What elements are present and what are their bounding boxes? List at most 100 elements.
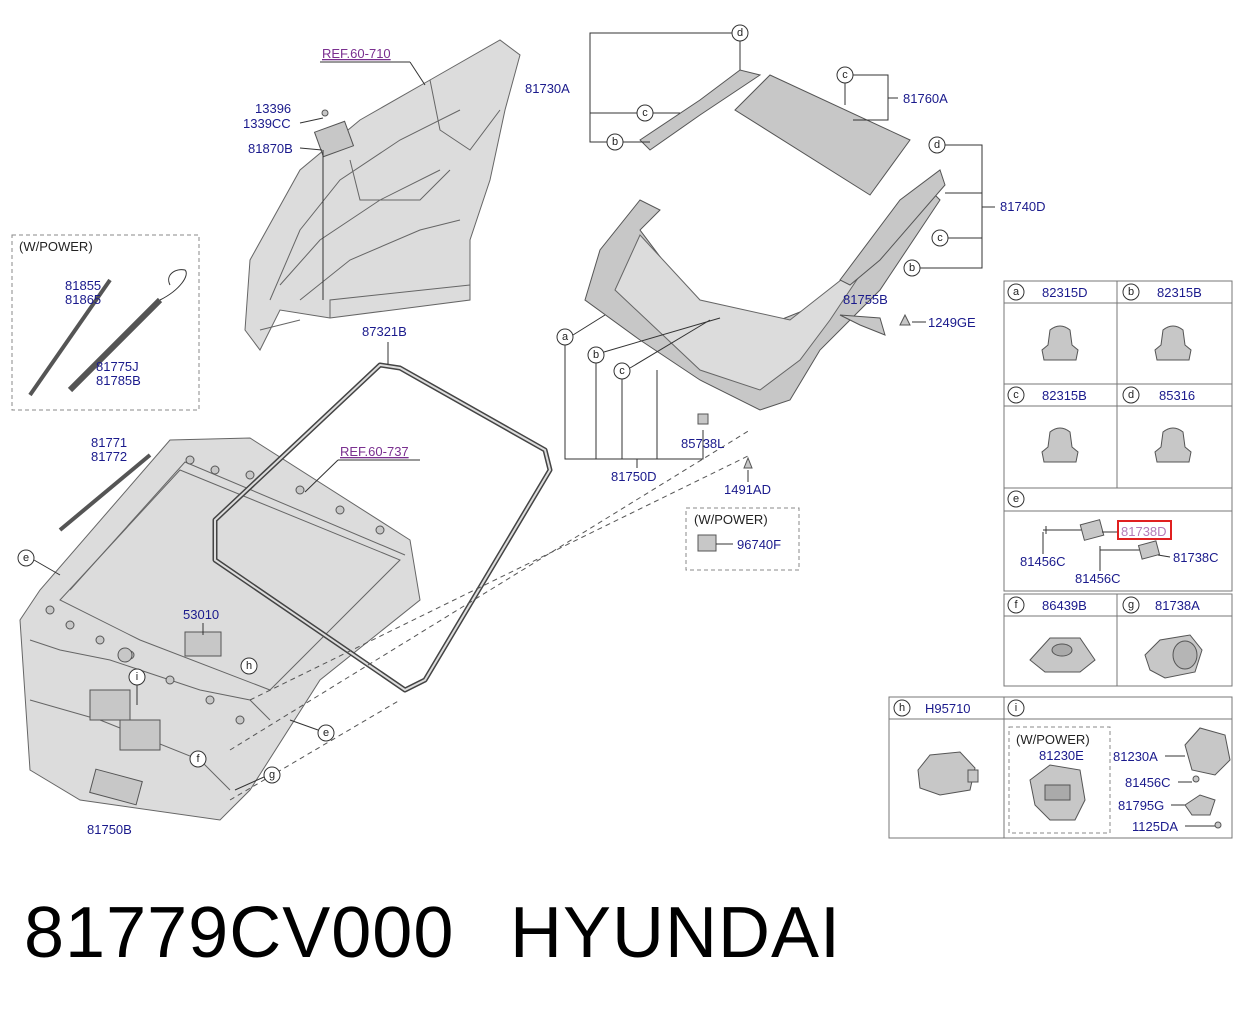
label-1491AD: 1491AD (724, 482, 771, 497)
label-81772: 81772 (91, 449, 127, 464)
trim-panels-drawing (584, 69, 946, 469)
table-i-81456C: 81456C (1125, 775, 1171, 790)
strut-81771 (58, 453, 152, 532)
callout-a-1-text: a (562, 331, 569, 343)
actuator-81230E-icon (1029, 764, 1086, 821)
callout-b-2-text: b (909, 262, 915, 274)
label-81865: 81865 (65, 292, 101, 307)
callout-g-left-text: g (269, 769, 275, 781)
wpower-box-mid (685, 507, 800, 571)
label-96740F: 96740F (737, 537, 781, 552)
table-callout-h (893, 699, 911, 717)
callout-f-left-text: f (196, 753, 200, 765)
callout-c-3-text: c (937, 232, 943, 244)
table-i-81230E: 81230E (1039, 748, 1084, 763)
clip-d-icon (1154, 427, 1192, 463)
label-81740D: 81740D (1000, 199, 1046, 214)
label-81771: 81771 (91, 435, 127, 450)
table-i-81795G: 81795G (1118, 798, 1164, 813)
callout-c-2-text: c (842, 69, 848, 81)
table-callout-h-text: h (899, 702, 905, 714)
clip-g-icon (1144, 634, 1203, 679)
table-callout-b-text: b (1128, 286, 1134, 298)
table-d-code: 85316 (1159, 388, 1195, 403)
table-e-81738C: 81738C (1173, 550, 1219, 565)
wpower-box-i (1008, 726, 1111, 834)
callout-b-1-text: b (612, 136, 618, 148)
callout-d-2-text: d (934, 139, 940, 151)
latch-81230A-icon (1184, 727, 1231, 776)
callout-b-2[interactable] (903, 259, 921, 277)
label-81730A: 81730A (525, 81, 570, 96)
table-e-81456C-2: 81456C (1075, 571, 1121, 586)
callout-e-mid[interactable] (317, 724, 335, 742)
table-callout-g (1122, 596, 1140, 614)
label-1249GE: 1249GE (928, 315, 976, 330)
part-h-icon (917, 751, 979, 796)
callout-h-left-text: h (246, 660, 252, 672)
callout-h-left[interactable] (240, 657, 258, 675)
table-callout-b (1122, 283, 1140, 301)
wpower-left-label: (W/POWER) (19, 239, 93, 254)
table-i-81230A: 81230A (1113, 749, 1158, 764)
table-g-code: 81738A (1155, 598, 1200, 613)
label-81775J: 81775J (96, 359, 139, 374)
table-callout-c-text: c (1013, 389, 1019, 401)
bolt-holes (45, 455, 385, 725)
strut-81855 (28, 278, 112, 397)
table-a-code: 82315D (1042, 285, 1088, 300)
strut-81775J (67, 297, 163, 393)
table-h-code: H95710 (925, 701, 971, 716)
table-callout-f (1007, 596, 1025, 614)
table-i-1125DA: 1125DA (1132, 819, 1178, 834)
ref-60-710[interactable]: REF.60-710 (322, 46, 391, 61)
clip-table (888, 280, 1233, 839)
table-callout-a-text: a (1013, 286, 1020, 298)
callout-c-3[interactable] (931, 229, 949, 247)
table-e-81456C-1: 81456C (1020, 554, 1066, 569)
table-callout-d (1122, 386, 1140, 404)
clip-f-icon (1029, 637, 1096, 673)
clip-c-icon (1041, 427, 1079, 463)
callout-c-4-text: c (619, 365, 625, 377)
ref-60-737[interactable]: REF.60-737 (340, 444, 409, 459)
callout-e-left[interactable] (17, 549, 35, 567)
label-1339CC: 1339CC (243, 116, 291, 131)
table-f-code: 86439B (1042, 598, 1087, 613)
caption-brand: HYUNDAI (510, 893, 842, 973)
callout-f-left[interactable] (189, 750, 207, 768)
table-e-81738D[interactable]: 81738D (1121, 524, 1167, 539)
label-13396: 13396 (255, 101, 291, 116)
clip-a-icon (1041, 325, 1079, 361)
table-callout-i-text: i (1015, 702, 1017, 714)
label-81755B: 81755B (843, 292, 888, 307)
label-81750D: 81750D (611, 469, 657, 484)
table-callout-f-text: f (1014, 599, 1018, 611)
table-callout-c (1007, 386, 1025, 404)
callout-e-mid-text: e (323, 727, 329, 739)
table-callout-e (1007, 490, 1025, 508)
label-53010: 53010 (183, 607, 219, 622)
label-81855: 81855 (65, 278, 101, 293)
callout-d-1-text: d (737, 27, 743, 39)
callout-e-left-text: e (23, 552, 29, 564)
callout-c-1-text: c (642, 107, 648, 119)
body-panel-drawing (244, 39, 521, 351)
exploded-view-svg: REF.60-710 13396 1339CC 81870B 87321B (W… (11, 24, 1233, 839)
table-callout-i (1007, 699, 1025, 717)
label-81870B: 81870B (248, 141, 293, 156)
table-callout-e-text: e (1013, 493, 1019, 505)
table-callout-g-text: g (1128, 599, 1134, 611)
label-81750B: 81750B (87, 822, 132, 837)
table-c-code: 82315B (1042, 388, 1087, 403)
clip-b-icon (1154, 325, 1192, 361)
highlight-box-81738D[interactable] (1117, 520, 1172, 540)
label-85738L: 85738L (681, 436, 724, 451)
table-i-wpower: (W/POWER) (1016, 732, 1090, 747)
callout-i-left-text: i (136, 671, 138, 683)
callout-g-left[interactable] (263, 766, 281, 784)
wpower-box-left (11, 234, 200, 411)
label-81785B: 81785B (96, 373, 141, 388)
tailgate-drawing (19, 437, 421, 821)
